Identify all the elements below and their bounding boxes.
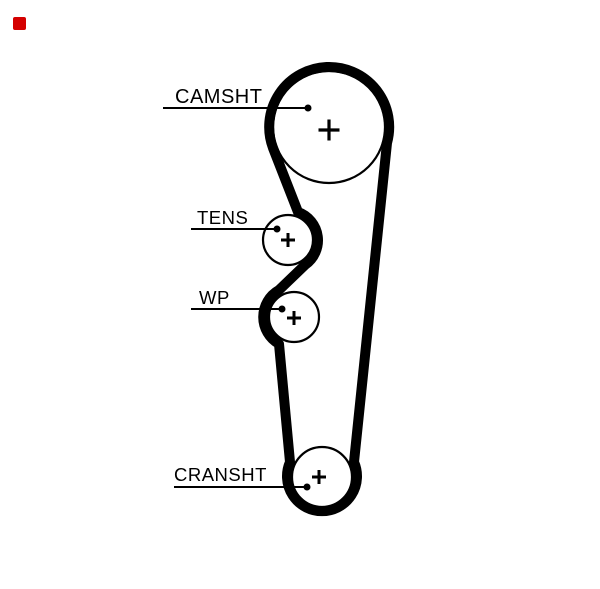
timing-belt: [258, 62, 395, 517]
tens-leader: [191, 225, 281, 233]
tensioner-pulley-circle: [261, 213, 315, 267]
tens-label: TENS: [197, 207, 248, 228]
camsht-leader: [163, 104, 312, 112]
camsht-label: CAMSHT: [175, 86, 262, 108]
wp-label: WP: [199, 287, 230, 308]
cransht-leader-dot: [303, 483, 311, 491]
water-pump-pulley-circle: [267, 290, 321, 344]
red-marker-square: [13, 17, 26, 30]
camshaft-center-mark: [318, 119, 340, 141]
tensioner-center-mark: [281, 233, 295, 247]
cransht-label: CRANSHT: [174, 464, 267, 485]
crankshaft-center-mark: [312, 470, 326, 484]
water-pump-center-mark: [287, 311, 301, 325]
wp-leader-dot: [278, 305, 286, 313]
camsht-leader-dot: [304, 104, 312, 112]
tens-leader-dot: [273, 225, 281, 233]
